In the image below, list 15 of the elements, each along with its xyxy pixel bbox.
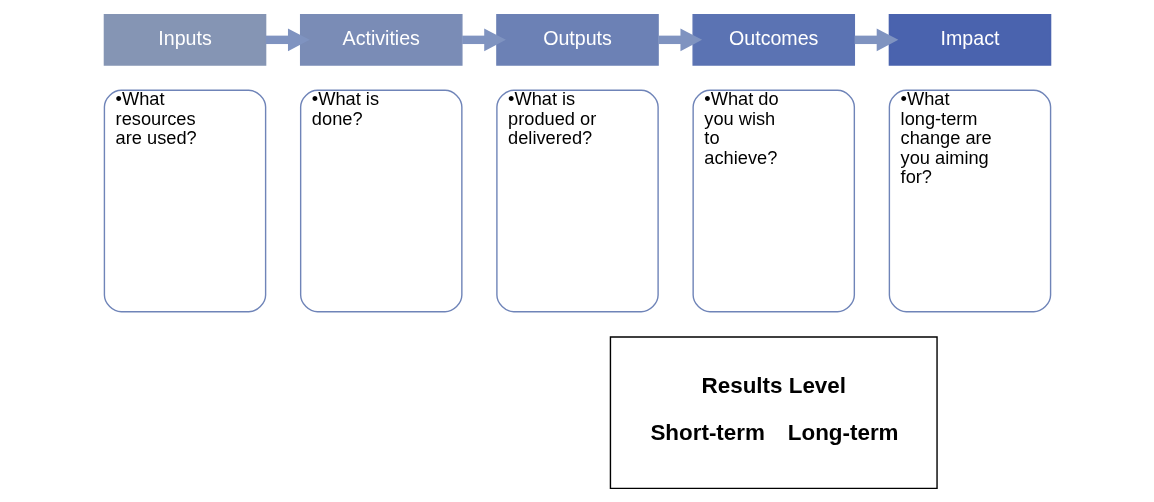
node-box: •What resources are used?	[103, 89, 266, 312]
arrow	[461, 27, 506, 51]
node-box: Outputs	[495, 13, 659, 66]
node-box: Activities	[299, 13, 463, 66]
arrow	[854, 27, 898, 51]
node-box: Outcomes	[691, 13, 855, 66]
arrow	[265, 27, 310, 51]
node-box: Results Level Short-term Long-term	[609, 335, 938, 489]
node-box: •What do you wish to achieve?	[691, 89, 855, 312]
node-box: Inputs	[103, 13, 266, 66]
node-box: Impact	[888, 13, 1051, 66]
arrow	[657, 27, 702, 51]
node-box: •What is done?	[299, 89, 463, 312]
node-box: •What long-term change are you aiming for?	[888, 89, 1051, 312]
node-box: •What is produed or delivered?	[495, 89, 659, 312]
